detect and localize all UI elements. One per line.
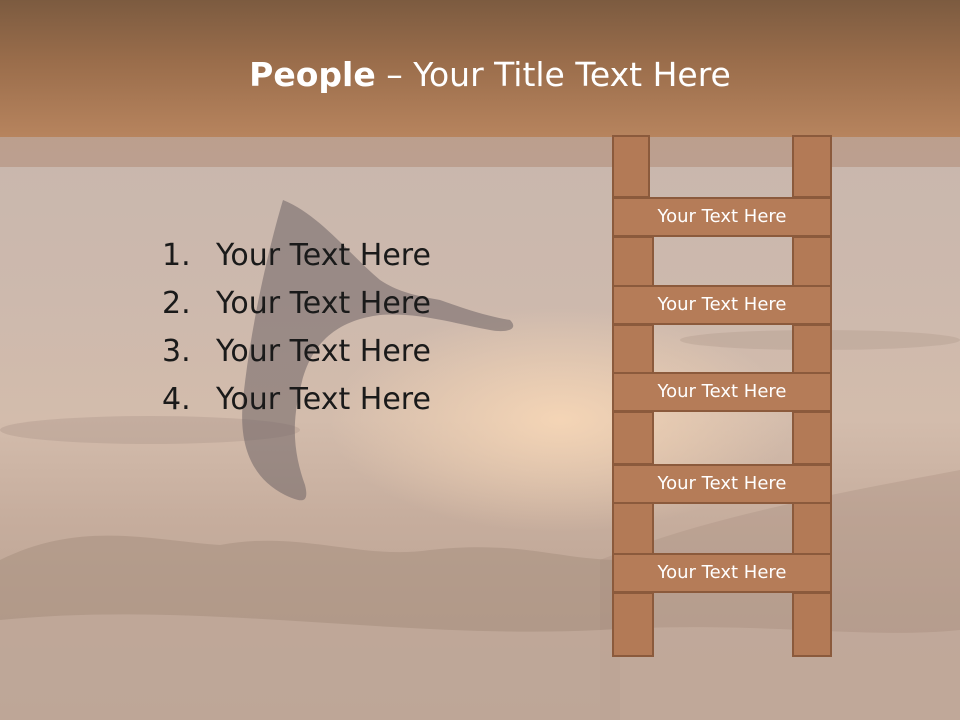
slide-title: People – Your Title Text Here (0, 55, 960, 95)
cloud-shape (0, 416, 300, 444)
ladder-right-rail (792, 502, 832, 555)
list-item-text: Your Text Here (216, 238, 431, 273)
ladder-right-rail (792, 411, 832, 465)
ladder-rung: Your Text Here (612, 372, 832, 412)
list-item: 1. Your Text Here (162, 232, 431, 280)
list-item: 2. Your Text Here (162, 280, 431, 328)
ladder-rung: Your Text Here (612, 464, 832, 504)
ladder-left-rail (612, 592, 654, 657)
ladder-left-rail (612, 324, 654, 374)
dolphin-silhouette-icon (242, 200, 514, 501)
water-surface (0, 614, 960, 720)
ladder-rung: Your Text Here (612, 197, 832, 237)
title-bar (0, 0, 960, 137)
list-item-text: Your Text Here (216, 286, 431, 321)
title-bold-part: People (249, 55, 376, 94)
ladder-left-rail (612, 502, 654, 555)
list-item-number: 1. (162, 238, 191, 273)
ladder-left-rail (612, 411, 654, 465)
numbered-list: 1. Your Text Here 2. Your Text Here 3. Your… (162, 232, 431, 424)
ladder-left-rail (612, 135, 650, 198)
title-rest-part: – Your Title Text Here (375, 55, 731, 94)
ladder-rung: Your Text Here (612, 285, 832, 325)
ladder-left-rail (612, 236, 654, 287)
list-item: 3. Your Text Here (162, 328, 431, 376)
ladder-right-rail (792, 135, 832, 198)
list-item-text: Your Text Here (216, 334, 431, 369)
ladder-rung: Your Text Here (612, 553, 832, 593)
ladder-right-rail (792, 236, 832, 287)
list-item-text: Your Text Here (216, 382, 431, 417)
list-item-number: 4. (162, 382, 191, 417)
ladder-right-rail (792, 592, 832, 657)
list-item-number: 2. (162, 286, 191, 321)
list-item-number: 3. (162, 334, 191, 369)
list-item: 4. Your Text Here (162, 376, 431, 424)
ladder-right-rail (792, 324, 832, 374)
